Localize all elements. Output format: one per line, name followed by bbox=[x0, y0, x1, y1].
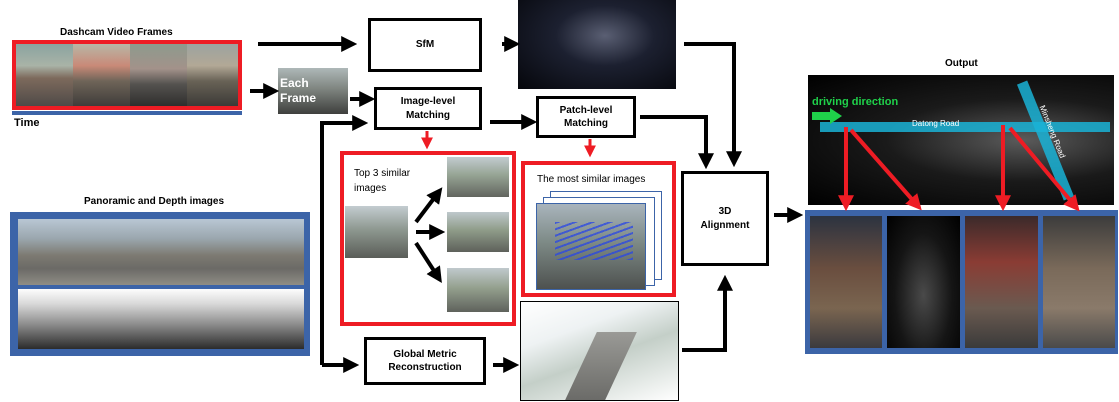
output-results-panel bbox=[805, 210, 1118, 354]
time-arrow-line bbox=[12, 111, 242, 115]
top3-caption: Top 3 similar images bbox=[354, 168, 411, 194]
query-to-similar-3-arrow bbox=[414, 241, 442, 284]
dashcam-frame-2 bbox=[73, 44, 130, 106]
depth-image bbox=[18, 289, 304, 349]
driving-direction-label: driving direction bbox=[812, 96, 899, 108]
matching-lines-overlay bbox=[555, 222, 633, 260]
patch-level-matching-box: Patch-level Matching bbox=[536, 96, 636, 138]
result-image-4 bbox=[1043, 216, 1115, 348]
dashcam-frames bbox=[12, 40, 242, 110]
output-link-arrow-2 bbox=[849, 128, 922, 211]
datong-road-label: Datong Road bbox=[912, 119, 960, 128]
each-frame-label: Each Frame bbox=[280, 76, 317, 105]
pointcloud-to-alignment-arrow bbox=[684, 42, 742, 168]
most-similar-caption: The most similar images bbox=[537, 174, 646, 185]
panorama-depth-panel bbox=[10, 212, 310, 356]
datong-road-line bbox=[820, 122, 1110, 132]
each-frame-thumbnail bbox=[278, 68, 348, 114]
3d-alignment-box: 3D Alignment bbox=[681, 171, 769, 266]
output-title: Output bbox=[945, 58, 978, 69]
similar-image-2 bbox=[447, 212, 509, 252]
driving-direction-arrowhead bbox=[830, 108, 842, 124]
similar-image-3 bbox=[447, 268, 509, 312]
query-image bbox=[345, 206, 408, 258]
output-link-arrow-4 bbox=[1008, 126, 1080, 212]
most-similar-image bbox=[536, 203, 646, 290]
result-image-3 bbox=[965, 216, 1038, 348]
patch-to-alignment-arrow bbox=[640, 115, 714, 170]
dashcam-frame-1 bbox=[16, 44, 73, 106]
driving-direction-arrow bbox=[812, 112, 830, 120]
result-image-1 bbox=[810, 216, 882, 348]
similar-image-1 bbox=[447, 157, 509, 197]
reconstruction-to-alignment-arrow bbox=[682, 274, 733, 352]
image-level-matching-box: Image-level Matching bbox=[374, 87, 482, 130]
panoramic-image bbox=[18, 219, 304, 285]
result-image-2 bbox=[887, 216, 960, 348]
query-to-similar-1-arrow bbox=[414, 187, 443, 224]
panorama-title: Panoramic and Depth images bbox=[84, 196, 225, 207]
dashcam-title: Dashcam Video Frames bbox=[60, 27, 173, 38]
time-label: Time bbox=[14, 117, 40, 129]
sfm-point-cloud bbox=[518, 0, 676, 89]
panorama-to-matching-arrow bbox=[320, 115, 369, 365]
sfm-box: SfM bbox=[368, 18, 482, 72]
dashcam-frame-4 bbox=[187, 44, 238, 106]
global-metric-reconstruction-box: Global Metric Reconstruction bbox=[364, 337, 486, 385]
global-reconstruction-image bbox=[520, 301, 679, 401]
dashcam-frame-3 bbox=[130, 44, 187, 106]
